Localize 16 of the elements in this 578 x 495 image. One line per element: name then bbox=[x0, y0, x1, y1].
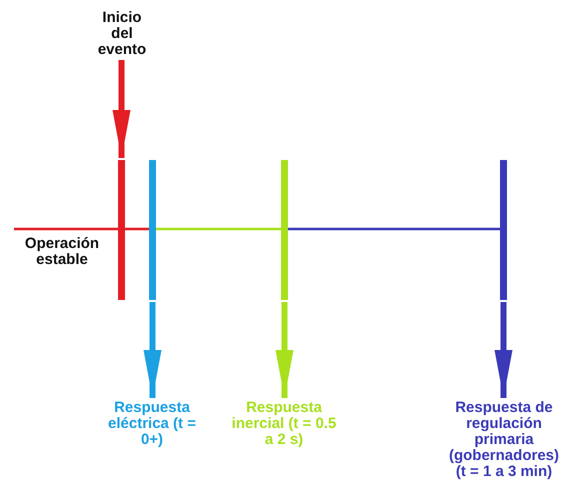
state-label: Operación estable bbox=[24, 236, 100, 268]
arrow bbox=[144, 302, 162, 398]
timeline-segment bbox=[288, 228, 500, 230]
response-label: Respuesta inercial (t = 0.5 a 2 s) bbox=[229, 400, 339, 448]
response-bar bbox=[281, 160, 288, 300]
response-bar bbox=[500, 160, 507, 300]
timeline-segment bbox=[14, 228, 149, 230]
event-label: Inicio del evento bbox=[92, 10, 152, 58]
arrow bbox=[494, 302, 512, 398]
timeline-segment bbox=[156, 228, 281, 230]
response-bar bbox=[149, 160, 156, 300]
arrow bbox=[276, 302, 294, 398]
event-bar bbox=[118, 160, 125, 300]
response-label: Respuesta eléctrica (t = 0+) bbox=[102, 400, 202, 448]
response-label: Respuesta de regulación primaria (gobernadores) (t = 1 a 3 min) bbox=[443, 400, 565, 480]
arrow bbox=[112, 60, 130, 158]
